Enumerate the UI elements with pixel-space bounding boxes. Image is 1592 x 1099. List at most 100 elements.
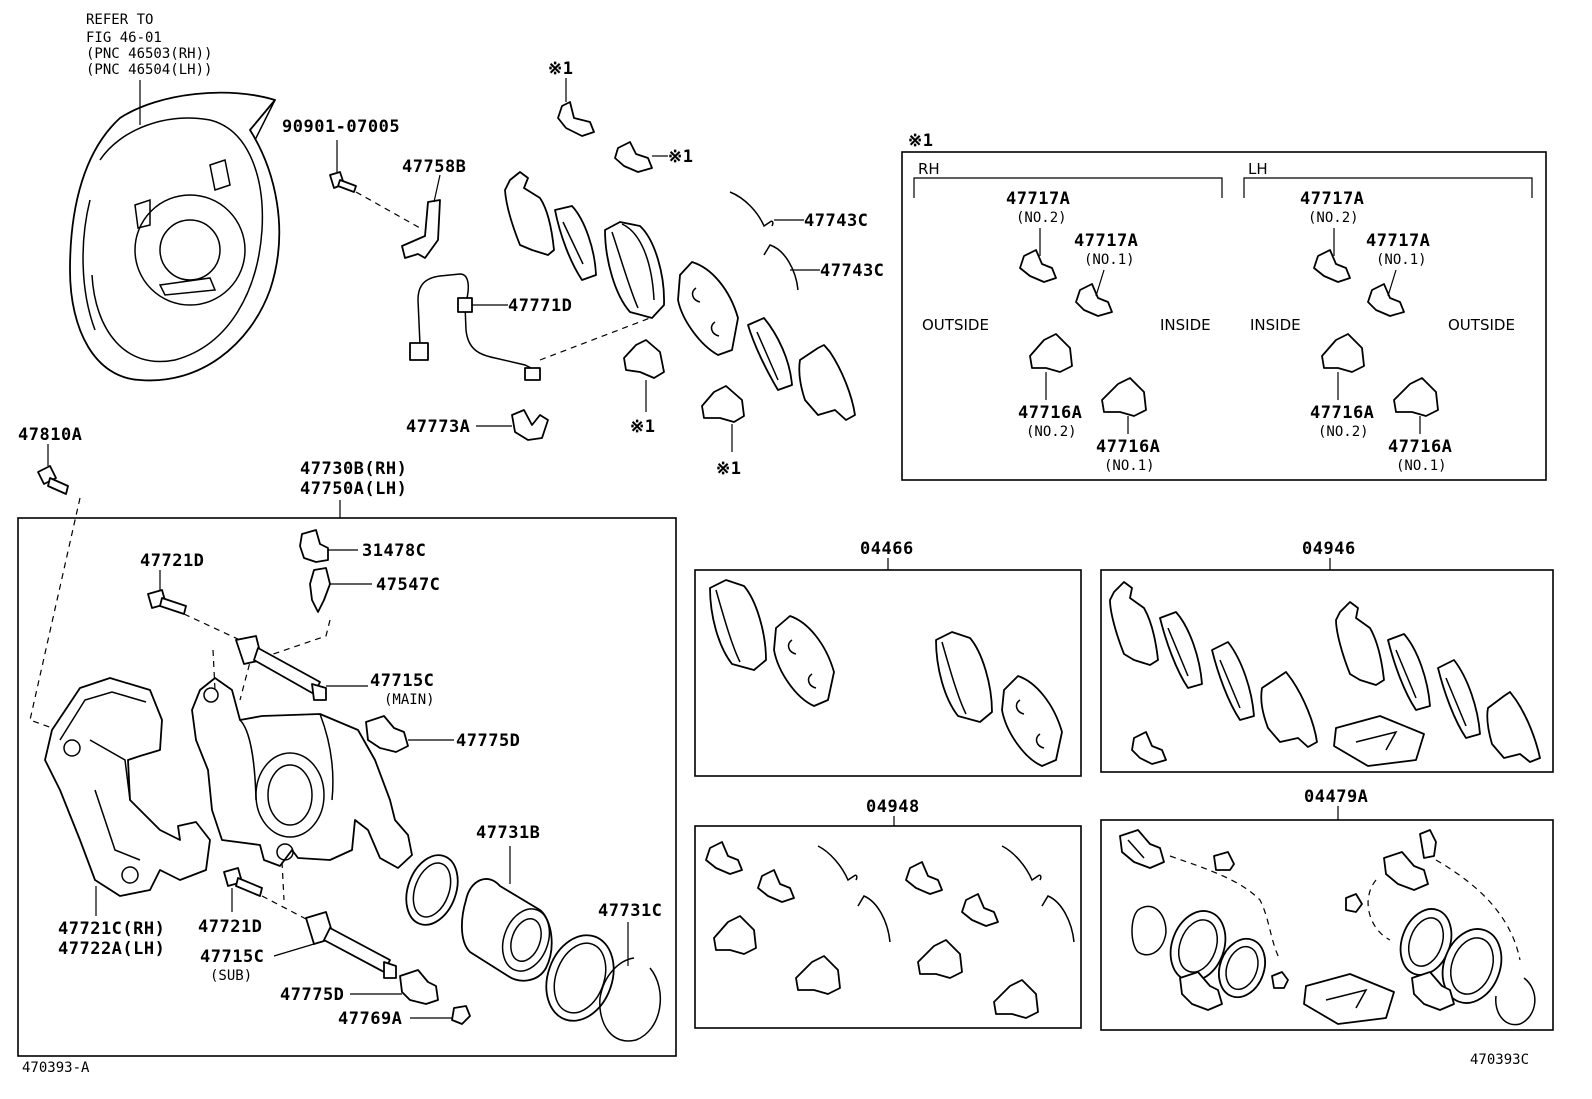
- bolt-47721D-bottom: [223, 867, 263, 912]
- inset-lh-47717A-no2-sub: (NO.2): [1308, 210, 1359, 226]
- snap-ring-47731C: [599, 922, 662, 1042]
- label-47810A: 47810A: [18, 425, 82, 445]
- kit-04948-box: [694, 825, 1082, 1029]
- inset-rh-outside: OUTSIDE: [922, 316, 989, 334]
- pad-clip-top-2: [614, 141, 668, 173]
- inset-rh-47716A-no1: 47716A: [1096, 437, 1160, 457]
- lh-clip-47716A-no1: [1393, 377, 1439, 434]
- inset-lh-47717A-no1-sub: (NO.1): [1376, 252, 1427, 268]
- label-47721D-bottom: 47721D: [198, 917, 262, 937]
- note-1-a: ※1: [548, 59, 573, 79]
- pad-shim-inner-1: [747, 317, 793, 391]
- inset-lh-inside: INSIDE: [1250, 316, 1301, 334]
- refer-line4: (PNC 46504(LH)): [86, 62, 212, 78]
- label-47715C-main: 47715C: [370, 671, 434, 691]
- bolt-90901: [329, 140, 357, 193]
- inset-rh-47716A-no1-sub: (NO.1): [1104, 458, 1155, 474]
- kit-04946-shims: [1109, 581, 1541, 767]
- label-47773A: 47773A: [406, 417, 470, 437]
- pad-shim-outer-1: [504, 171, 555, 256]
- inset-rh-47717A-no1: 47717A: [1074, 231, 1138, 251]
- pad-clip-top-1: [557, 78, 595, 137]
- label-47731C: 47731C: [598, 901, 662, 921]
- label-47775D-bottom: 47775D: [280, 985, 344, 1005]
- cap-31478C: [299, 529, 358, 563]
- bleeder-bolt-47810A: [37, 444, 69, 495]
- kit-04466-label: 04466: [860, 539, 914, 559]
- label-47730B: 47730B(RH): [300, 459, 407, 479]
- disc-pad-outer: [604, 221, 665, 319]
- refer-line2: FIG 46-01: [86, 30, 162, 46]
- lh-clip-47716A-no2: [1321, 333, 1365, 400]
- label-47758B: 47758B: [402, 157, 466, 177]
- lh-clip-47717A-no2: [1313, 228, 1351, 283]
- inset-lh-47716A-no2-sub: (NO.2): [1318, 424, 1369, 440]
- inset-box: [901, 151, 1547, 481]
- rh-clip-47716A-no1: [1101, 377, 1147, 434]
- label-90901-07005: 90901-07005: [282, 117, 400, 137]
- kit-04948-label: 04948: [866, 797, 920, 817]
- kit-04479A-label: 04479A: [1304, 787, 1368, 807]
- cap-47769A: [410, 1005, 471, 1025]
- label-47715C-main-sub: (MAIN): [384, 692, 435, 708]
- note-1-b: ※1: [668, 147, 693, 167]
- lh-clip-47717A-no1: [1367, 269, 1405, 317]
- inset-lh-outside: OUTSIDE: [1448, 316, 1515, 334]
- label-47721C: 47721C(RH): [58, 919, 165, 939]
- sensor-bracket-47758B: [401, 174, 441, 259]
- label-47722A: 47722A(LH): [58, 939, 165, 959]
- bleeder-plug-47547C: [309, 567, 372, 613]
- note-1-c: ※1: [630, 417, 655, 437]
- pad-shim-outer-2: [554, 205, 597, 281]
- inset-rh: RH: [918, 160, 940, 178]
- label-47547C: 47547C: [376, 575, 440, 595]
- bolt-47721D-top: [147, 570, 187, 615]
- label-47750A: 47750A(LH): [300, 479, 407, 499]
- inset-lh-47717A-no2: 47717A: [1300, 189, 1364, 209]
- note-1-d: ※1: [716, 459, 741, 479]
- label-47771D: 47771D: [508, 296, 572, 316]
- label-47715C-sub-sub: (SUB): [210, 968, 252, 984]
- kit-04466-pads: [709, 579, 1063, 767]
- refer-line3: (PNC 46503(RH)): [86, 46, 212, 62]
- inset-mark: ※1: [908, 131, 933, 151]
- pad-clip-bottom-1: [623, 339, 665, 412]
- inset-rh-47716A-no2: 47716A: [1018, 403, 1082, 423]
- kit-04946-box: [1100, 569, 1554, 773]
- label-47743C-b: 47743C: [820, 261, 884, 281]
- inset-lh-47716A-no1-sub: (NO.1): [1396, 458, 1447, 474]
- label-47715C-sub: 47715C: [200, 947, 264, 967]
- backing-plate: [69, 80, 281, 382]
- label-47769A: 47769A: [338, 1009, 402, 1029]
- clip-47773A: [476, 409, 549, 441]
- kit-04948-clips: [705, 841, 1075, 1019]
- label-47731B: 47731B: [476, 823, 540, 843]
- inset-rh-47717A-no2-sub: (NO.2): [1016, 210, 1067, 226]
- label-47743C-a: 47743C: [804, 211, 868, 231]
- caliper-body: [191, 677, 413, 869]
- footer-left-code: 470393-A: [22, 1060, 90, 1076]
- label-31478C: 31478C: [362, 541, 426, 561]
- slide-pin-47715C-main: [235, 635, 368, 701]
- wear-sensor-47771D: [409, 273, 541, 381]
- label-47775D-top: 47775D: [456, 731, 520, 751]
- inset-rh-47716A-no2-sub: (NO.2): [1026, 424, 1077, 440]
- boot-47775D-bottom: [350, 969, 439, 1005]
- slide-pin-47715C-sub: [273, 911, 397, 979]
- spring-47743C-a: [729, 191, 804, 228]
- piston-47731B: [461, 846, 553, 982]
- caliper-bracket-47721C: [44, 677, 211, 916]
- kit-04479A-seals: [1119, 829, 1536, 1026]
- kit-04479A-box: [1100, 819, 1554, 1031]
- rh-clip-47716A-no2: [1029, 333, 1073, 400]
- kit-04466-box: [694, 569, 1082, 777]
- inset-lh-47716A-no1: 47716A: [1388, 437, 1452, 457]
- inset-lh-47716A-no2: 47716A: [1310, 403, 1374, 423]
- inset-rh-47717A-no1-sub: (NO.1): [1084, 252, 1135, 268]
- kit-04946-label: 04946: [1302, 539, 1356, 559]
- label-47721D-top: 47721D: [140, 551, 204, 571]
- pad-shim-inner-2: [798, 344, 856, 421]
- disc-pad-inner: [677, 261, 739, 356]
- inset-rh-47717A-no2: 47717A: [1006, 189, 1070, 209]
